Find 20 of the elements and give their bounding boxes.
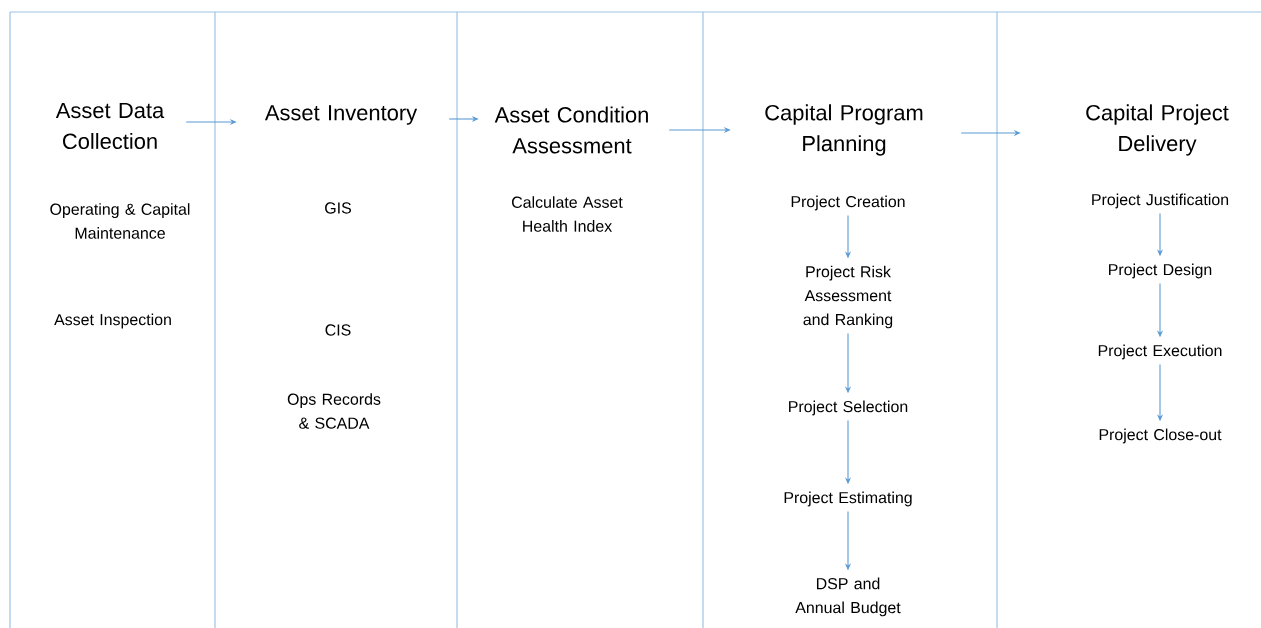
step-text: Project Estimating bbox=[784, 491, 912, 507]
step-text: Project Execution bbox=[1098, 344, 1222, 360]
stage-heading: Asset Inventory bbox=[264, 105, 418, 125]
stage-heading: Asset Condition Assessment bbox=[494, 106, 648, 154]
step-text: GIS bbox=[325, 202, 351, 214]
step-text: Operating & Capital Maintenance bbox=[50, 203, 190, 239]
step-text: Project Creation bbox=[791, 195, 905, 211]
stage-heading: Capital Project Delivery bbox=[1086, 104, 1229, 156]
step-text: Ops Records & SCADA bbox=[287, 393, 381, 429]
step-text: Project Close-out bbox=[1099, 428, 1222, 444]
step-text: Project Risk Assessment and Ranking bbox=[803, 265, 893, 329]
step-text: Project Justification bbox=[1092, 193, 1229, 209]
step-text: Project Design bbox=[1109, 263, 1212, 279]
stage-heading: Capital Program Planning bbox=[765, 104, 923, 156]
step-text: Calculate Asset Health Index bbox=[512, 196, 623, 232]
stage-heading: Asset Data Collection bbox=[55, 102, 165, 150]
step-text: CIS bbox=[325, 324, 351, 336]
step-text: DSP and Annual Budget bbox=[795, 577, 901, 617]
step-text: Project Selection bbox=[789, 400, 908, 416]
step-text: Asset Inspection bbox=[54, 313, 171, 329]
